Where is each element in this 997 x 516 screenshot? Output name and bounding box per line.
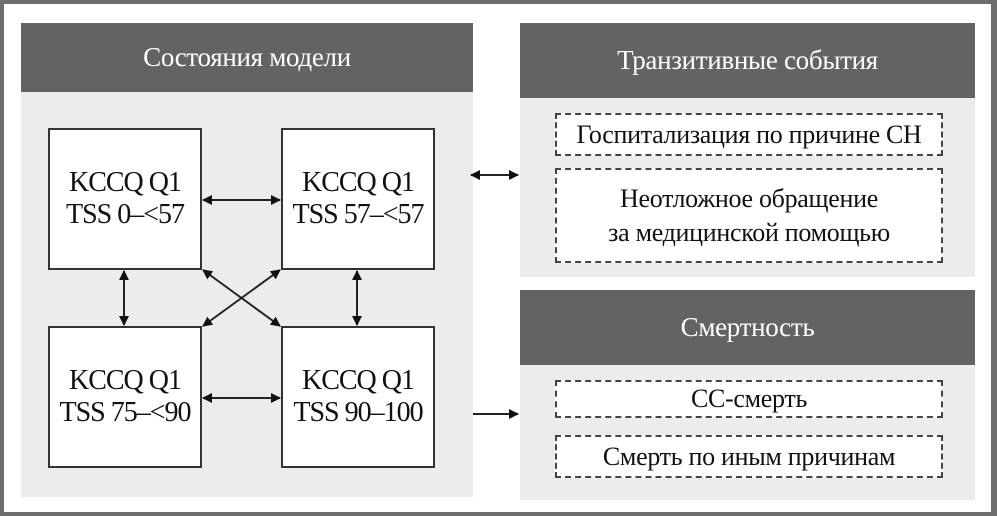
event-label: Госпитализация по причине СН — [576, 119, 922, 149]
event-label-line1: Неотложное обращение — [620, 183, 878, 213]
event-box-other-death: Смерть по иным причинам — [555, 435, 943, 478]
event-box-hf-hospitalization: Госпитализация по причине СН — [555, 113, 943, 156]
state-box-2: KCCQ Q1 TSS 57–<57 — [281, 128, 435, 270]
state-label-line1: KCCQ Q1 — [68, 167, 182, 198]
transitive-events-title: Транзитивные события — [617, 45, 878, 75]
mortality-header: Смертность — [520, 290, 975, 365]
model-states-header: Состояния модели — [21, 23, 473, 92]
state-box-4: KCCQ Q1 TSS 90–100 — [281, 326, 435, 468]
state-label-line1: KCCQ Q1 — [68, 365, 182, 396]
state-label-line1: KCCQ Q1 — [301, 365, 415, 396]
state-box-3: KCCQ Q1 TSS 75–<90 — [48, 326, 202, 468]
transitive-events-header: Транзитивные события — [520, 23, 975, 98]
state-label-line1: KCCQ Q1 — [301, 167, 415, 198]
event-label: Смерть по иным причинам — [602, 441, 896, 471]
event-box-urgent-visit: Неотложное обращение за медицинской помо… — [555, 168, 943, 263]
event-label-line2: за медицинской помощью — [608, 217, 890, 247]
state-label-line2: TSS 0–<57 — [65, 199, 185, 230]
state-label-line2: TSS 90–100 — [293, 397, 423, 428]
event-box-cv-death: СС-смерть — [555, 380, 943, 418]
mortality-title: Смертность — [680, 312, 815, 342]
model-states-title: Состояния модели — [143, 42, 351, 72]
state-label-line2: TSS 57–<57 — [292, 199, 424, 230]
state-label-line2: TSS 75–<90 — [59, 397, 191, 428]
event-label: СС-смерть — [690, 384, 808, 413]
state-box-1: KCCQ Q1 TSS 0–<57 — [48, 128, 202, 270]
